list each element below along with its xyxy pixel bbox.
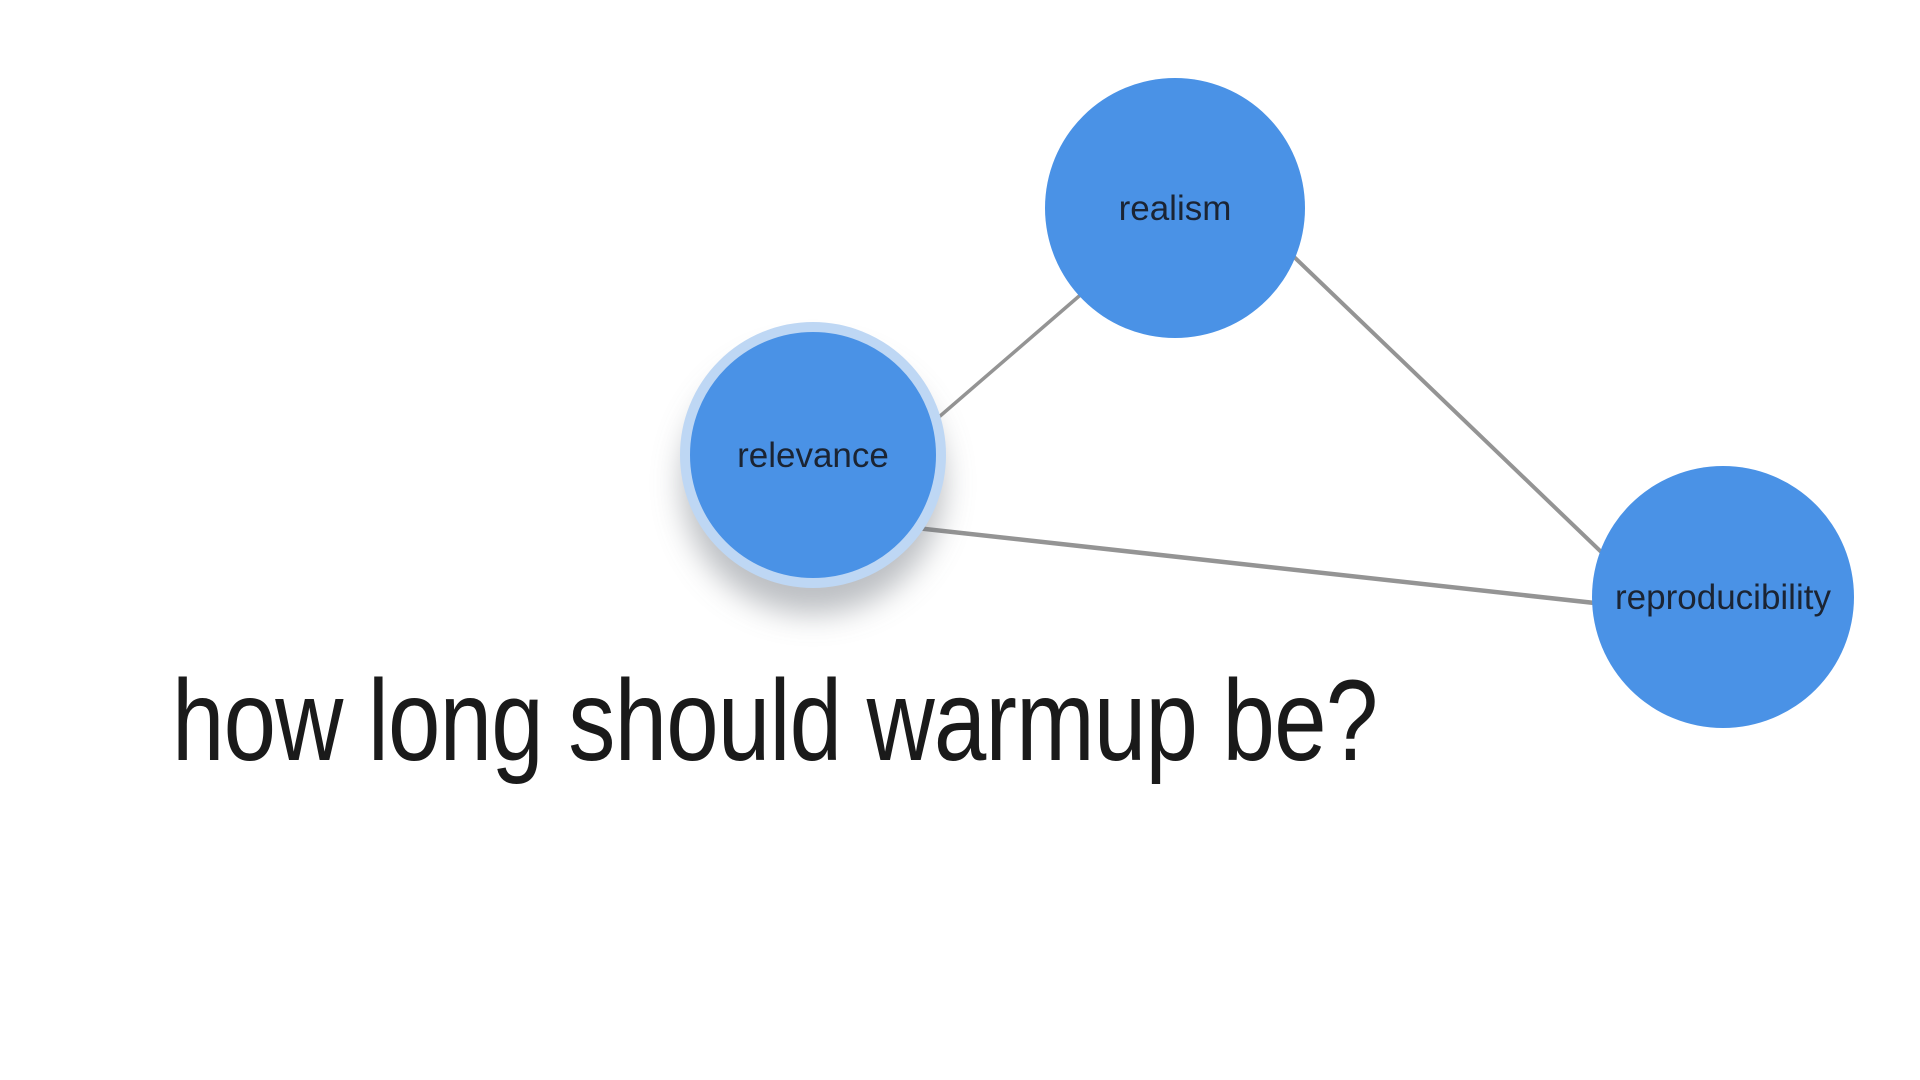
node-reproducibility[interactable]: reproducibility (1592, 466, 1854, 728)
node-realism-label: realism (1118, 188, 1232, 228)
edge-realism-relevance (908, 276, 1102, 444)
edge-realism-reproducibility (1288, 251, 1622, 572)
slide-title: how long should warmup be? (172, 657, 1378, 785)
node-realism[interactable]: realism (1045, 78, 1305, 338)
node-relevance-label: relevance (737, 435, 889, 475)
node-reproducibility-label: reproducibility (1615, 577, 1831, 617)
edge-relevance-reproducibility (877, 521, 1643, 611)
node-relevance[interactable]: relevance (680, 322, 946, 588)
